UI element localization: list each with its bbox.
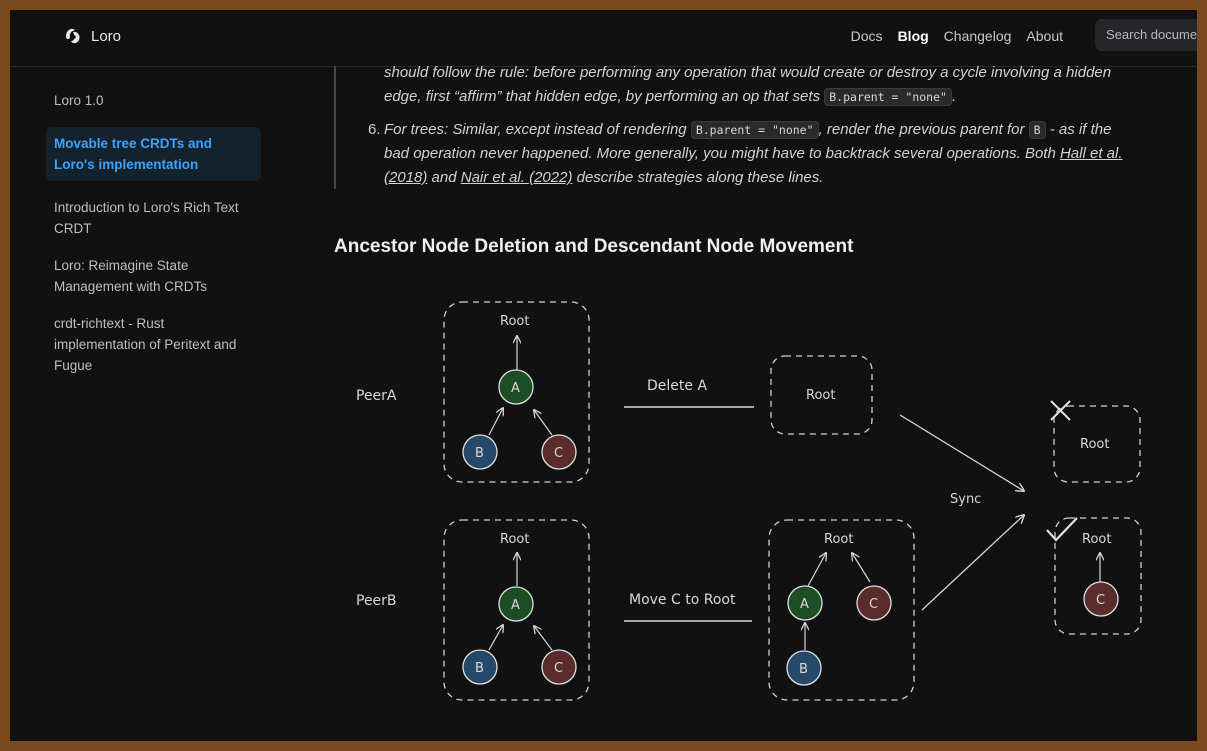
sync-arrow-b [921, 515, 1024, 611]
nav-docs[interactable]: Docs [850, 28, 883, 44]
loro-logo-icon [66, 28, 80, 44]
item6-text-6: describe strategies along these lines. [572, 169, 824, 186]
item6-text-1: For trees: Similar, except instead of re… [384, 121, 691, 138]
code-b-parent-none-2: B.parent = "none" [690, 121, 819, 139]
peer-a-node-a-label: A [511, 381, 520, 396]
peer-a-node-b-label: B [475, 446, 484, 461]
peer-b-after-node-a [787, 585, 823, 621]
peer-b-node-c-label: C [554, 661, 563, 676]
main-nav: Docs Blog Changelog About [851, 28, 1078, 44]
rejected-root-label: Root [1080, 437, 1109, 452]
item6-text-4: bad operation never happened. More gener… [384, 145, 1060, 162]
sidebar-item-loro-1-0[interactable]: Loro 1.0 [54, 93, 104, 108]
nav-changelog[interactable]: Changelog [943, 28, 1012, 44]
accepted-result-box [1054, 517, 1142, 635]
link-hall-2018[interactable]: (2018) [384, 169, 428, 186]
link-hall-et-al[interactable]: Hall et al. [1059, 145, 1123, 162]
sidebar-item-crdt-richtext[interactable]: crdt-richtext - Rust implementation of P… [54, 316, 237, 373]
sync-arrow-a [899, 414, 1024, 491]
peer-b-after-node-b [786, 650, 822, 686]
sidebar-item-rich-text[interactable]: Introduction to Loro's Rich Text CRDT [54, 200, 239, 236]
peer-a-root-label: Root [500, 314, 529, 329]
rule-text-end: . [951, 88, 957, 105]
sidebar-item-reimagine-state[interactable]: Loro: Reimagine State Management with CR… [54, 258, 208, 294]
peer-a-after-box [770, 355, 873, 435]
item6-text-3: - as if the [1045, 121, 1112, 138]
brand-name: Loro [91, 27, 122, 45]
section-heading: Ancestor Node Deletion and Descendant No… [334, 236, 854, 257]
peer-a-node-c-label: C [554, 446, 563, 461]
peer-b-after-node-a-label: A [800, 597, 809, 612]
code-b: B [1028, 121, 1046, 139]
delete-a-label: Delete A [647, 378, 707, 394]
top-navigation-bar: Loro Docs Blog Changelog About Search do… [10, 10, 1197, 67]
peer-b-after-node-b-label: B [799, 662, 808, 677]
peer-b-node-a [498, 586, 534, 622]
move-c-label: Move C to Root [629, 592, 736, 608]
peer-b-node-a-label: A [511, 598, 520, 613]
peer-b-after-box [768, 519, 915, 701]
peer-b-root-label: Root [500, 532, 529, 547]
rule-paragraph: should follow the rule: before performin… [384, 61, 1184, 109]
peer-b-node-b [462, 649, 498, 685]
item6-text-2: , render the previous parent for [818, 121, 1029, 138]
accepted-root-label: Root [1082, 532, 1111, 547]
peer-b-label: PeerB [356, 593, 397, 609]
rule-text-line-1: should follow the rule: before performin… [384, 64, 1112, 81]
tree-sync-diagram: PeerA PeerB Root A B C Delete A Root Roo… [356, 301, 1142, 701]
peer-b-after-node-c-label: C [869, 597, 878, 612]
sidebar: Loro 1.0 Movable tree CRDTs and Loro's i… [46, 90, 261, 392]
peer-b-after-node-c [856, 585, 892, 621]
peer-b-node-c [541, 649, 577, 685]
peer-b-after-root-label: Root [824, 532, 853, 547]
quote-border [334, 66, 336, 189]
search-input[interactable]: Search documentation... [1095, 19, 1197, 51]
browser-viewport: Loro Docs Blog Changelog About Search do… [10, 10, 1197, 741]
code-b-parent-none: B.parent = "none" [824, 88, 952, 106]
peer-a-node-a [498, 369, 534, 405]
brand-logo[interactable]: Loro [63, 26, 121, 46]
link-nair-et-al[interactable]: Nair et al. (2022) [460, 169, 573, 186]
cross-icon [1050, 400, 1071, 421]
checkmark-icon [1046, 517, 1078, 542]
peer-b-tree-box [443, 519, 590, 701]
rule-text-line-2: edge, first “affirm” that hidden edge, b… [384, 88, 825, 105]
peer-b-node-b-label: B [475, 661, 484, 676]
rejected-result-box [1053, 405, 1141, 483]
accepted-node-c-label: C [1096, 593, 1105, 608]
peer-a-label: PeerA [356, 388, 397, 404]
list-number-6: 6. [368, 121, 381, 138]
nav-about[interactable]: About [1026, 28, 1063, 44]
peer-a-tree-box [443, 301, 590, 483]
accepted-node-c [1083, 581, 1119, 617]
item6-text-5: and [427, 169, 461, 186]
peer-a-after-root-label: Root [806, 388, 835, 403]
sidebar-item-movable-tree[interactable]: Movable tree CRDTs and Loro's implementa… [46, 127, 261, 181]
peer-a-node-b [462, 434, 498, 470]
nav-blog[interactable]: Blog [897, 28, 929, 44]
list-item-6: For trees: Similar, except instead of re… [384, 118, 1184, 190]
peer-a-node-c [541, 434, 577, 470]
sync-label: Sync [950, 492, 981, 507]
